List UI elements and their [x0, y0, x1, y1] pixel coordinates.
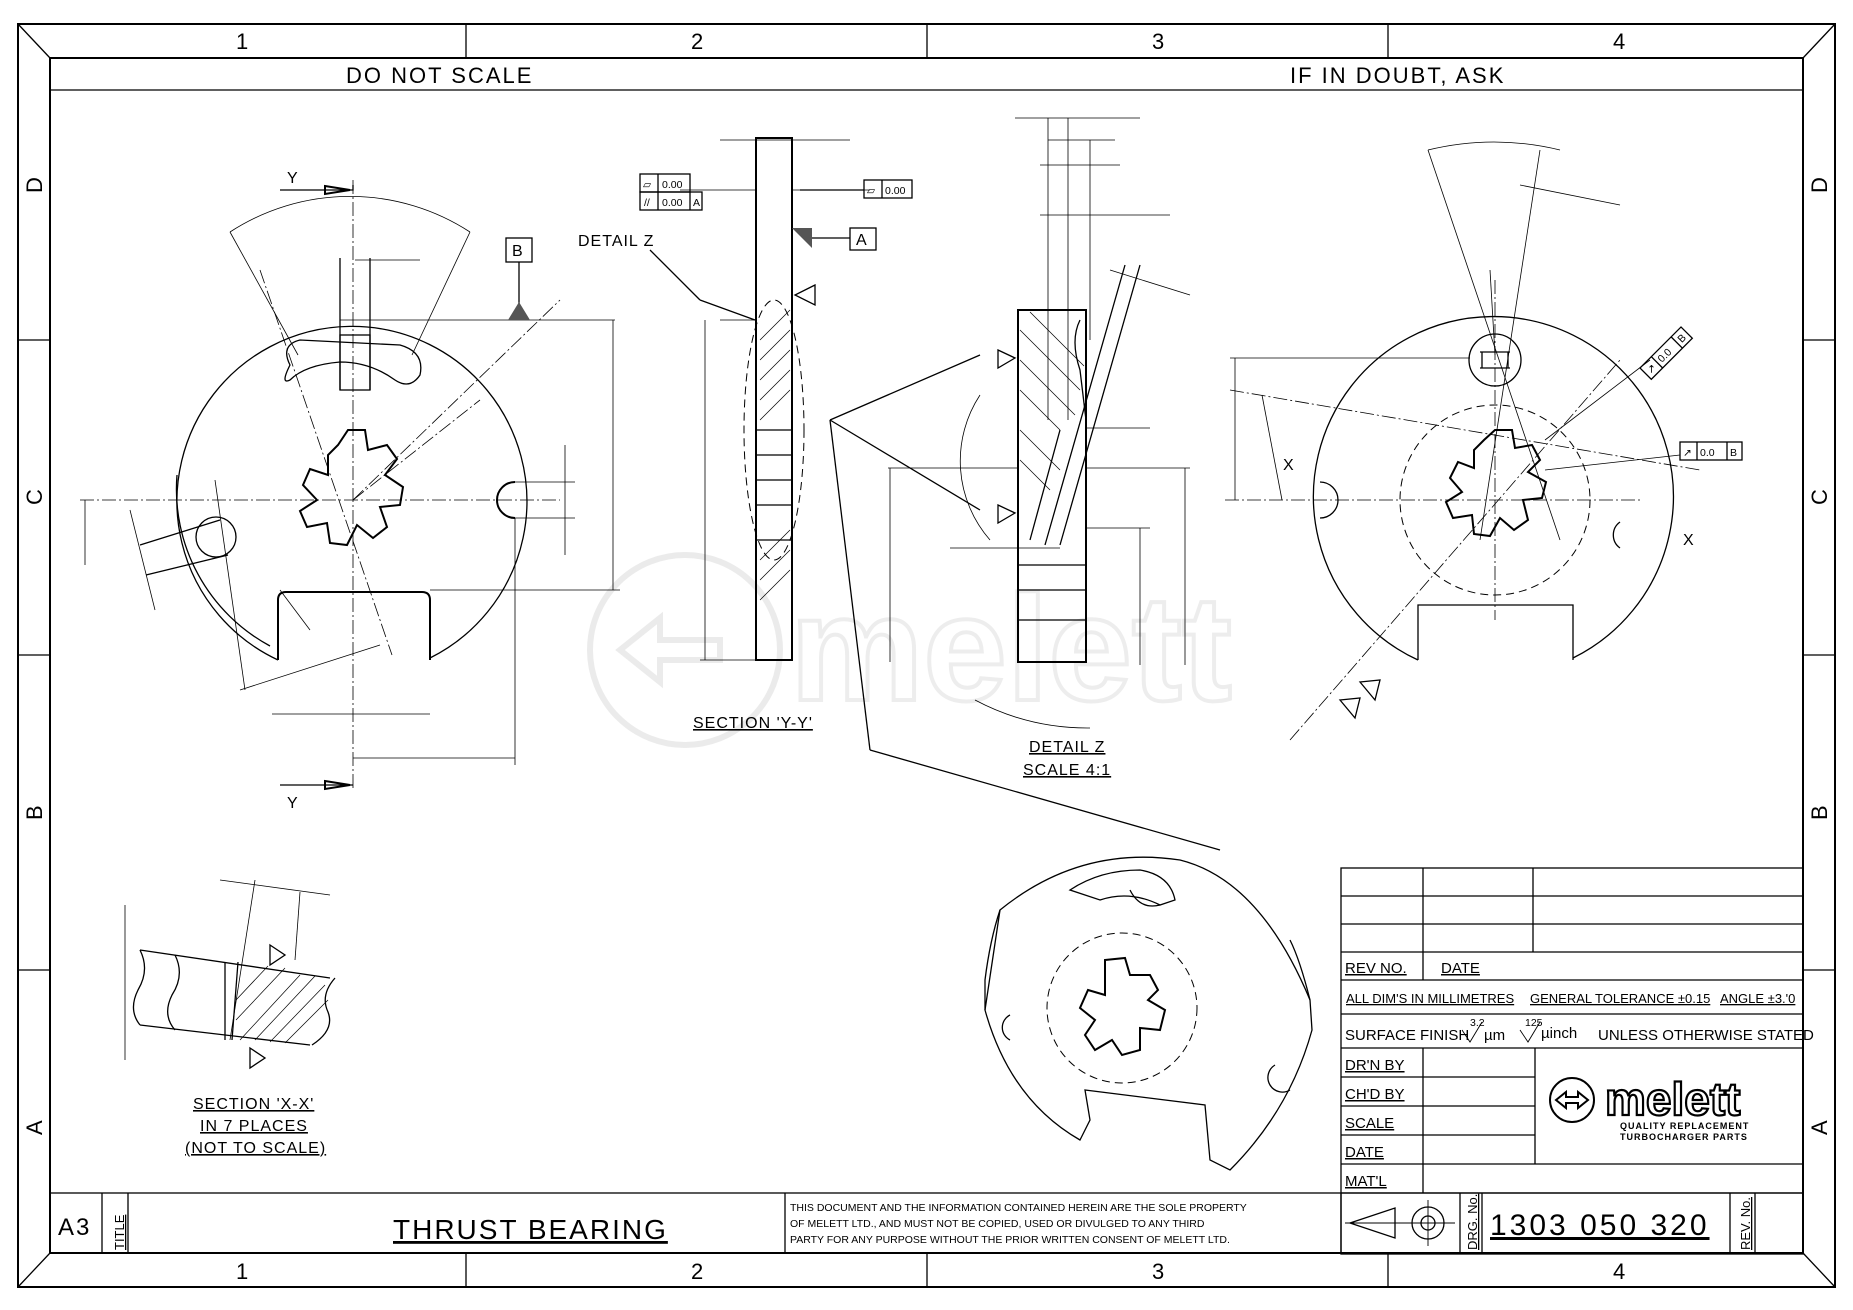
section-xx-view: SECTION 'X-X' IN 7 PLACES (NOT TO SCALE) [124, 879, 336, 1157]
section-yy-title: SECTION 'Y-Y' [693, 715, 813, 732]
watermark-text: melett [790, 564, 1232, 732]
zone-col-3-bottom: 3 [1152, 1259, 1164, 1284]
zone-labels: 1 2 3 4 1 2 3 4 D C B A D C B A [22, 29, 1832, 1284]
surface-finish-label: SURFACE FINISH [1345, 1027, 1469, 1044]
logo-turbo-icon [1554, 1089, 1590, 1111]
fcf-right-flatness-value: 0.00 [885, 185, 906, 197]
front-view: Y Y B [80, 170, 620, 812]
runout-2-datum: B [1730, 447, 1737, 459]
surface-finish-in-icon [1519, 1021, 1541, 1043]
copyright-line-3: PARTY FOR ANY PURPOSE WITHOUT THE PRIOR … [790, 1234, 1230, 1246]
section-yy-view: A DETAIL Z ▱ 0.00 // 0.00 A ▱ 0.00 SECTI… [578, 137, 913, 732]
if-in-doubt-note: IF IN DOUBT, ASK [1290, 63, 1505, 88]
copyright-line-2: OF MELETT LTD., AND MUST NOT BE COPIED, … [790, 1218, 1205, 1230]
surface-finish-in-unit: µinch [1541, 1025, 1577, 1042]
section-xx-note: (NOT TO SCALE) [185, 1140, 326, 1157]
datum-b-letter: B [512, 243, 524, 260]
zone-row-c-left: C [22, 489, 47, 505]
fcf-flatness-value: 0.00 [662, 179, 683, 191]
surface-finish-um-icon [1461, 1021, 1483, 1043]
fcf-parallel-symbol: // [644, 197, 650, 209]
drg-no-label: DRG. No. [1465, 1194, 1480, 1250]
zone-row-d-right: D [1807, 177, 1832, 193]
angle-tolerance: ANGLE ±3.'0 [1720, 991, 1795, 1006]
logo-tagline-1: QUALITY REPLACEMENT [1620, 1121, 1749, 1131]
third-angle-projection-icon [1345, 1200, 1455, 1246]
drawing-title: THRUST BEARING [393, 1214, 668, 1245]
watermark: melett [587, 552, 1234, 748]
section-xx-places: IN 7 PLACES [200, 1118, 308, 1135]
surface-finish-um-unit: µm [1484, 1027, 1505, 1044]
material-label: MAT'L [1345, 1173, 1387, 1190]
do-not-scale-note: DO NOT SCALE [346, 63, 533, 88]
zone-row-c-right: C [1807, 489, 1832, 505]
runout-2-value: 0.0 [1700, 447, 1715, 459]
isometric-view [984, 856, 1313, 1171]
melett-logo: melett QUALITY REPLACEMENT TURBOCHARGER … [1549, 1072, 1749, 1142]
title-block: REV NO. DATE ALL DIM'S IN MILLIMETRES GE… [49, 867, 1814, 1255]
copyright-line-1: THIS DOCUMENT AND THE INFORMATION CONTAI… [790, 1202, 1247, 1214]
general-tolerance: GENERAL TOLERANCE ±0.15 [1530, 991, 1710, 1006]
zone-col-3-top: 3 [1152, 29, 1164, 54]
surface-finish-suffix: UNLESS OTHERWISE STATED [1598, 1027, 1814, 1044]
zone-col-1-top: 1 [236, 29, 248, 54]
fcf-flatness-symbol: ▱ [643, 179, 652, 191]
drawn-by-label: DR'N BY [1345, 1057, 1405, 1074]
section-y-top-letter: Y [287, 170, 299, 187]
detail-z-title: DETAIL Z [1029, 739, 1105, 756]
surface-finish-um-value: 3.2 [1470, 1017, 1485, 1029]
scale-label: SCALE [1345, 1115, 1394, 1132]
runout-2-symbol: ↗ [1683, 447, 1692, 459]
section-x-letter-right: X [1683, 532, 1695, 549]
fcf-parallel-value: 0.00 [662, 197, 683, 209]
sheet-size: A3 [58, 1214, 91, 1241]
detail-z-scale: SCALE 4:1 [1023, 762, 1111, 779]
fcf-right-flatness-symbol: ▱ [867, 185, 876, 197]
title-label: TITLE [112, 1214, 127, 1250]
zone-row-a-right: A [1807, 1120, 1832, 1135]
zone-row-d-left: D [22, 177, 47, 193]
section-xx-title: SECTION 'X-X' [193, 1096, 314, 1113]
logo-name: melett [1605, 1073, 1740, 1125]
dims-note: ALL DIM'S IN MILLIMETRES [1346, 991, 1514, 1006]
date2-label: DATE [1345, 1144, 1384, 1161]
datum-a-letter: A [856, 232, 868, 249]
zone-row-b-left: B [22, 805, 47, 820]
detail-z-view: DETAIL Z SCALE 4:1 [829, 117, 1221, 851]
section-y-bottom-letter: Y [287, 795, 299, 812]
zone-row-b-right: B [1807, 805, 1832, 820]
logo-tagline-2: TURBOCHARGER PARTS [1620, 1132, 1748, 1142]
zone-col-2-bottom: 2 [691, 1259, 703, 1284]
right-front-view: X X ↗ 0.0 B ↗ 0.0 B [1225, 141, 1743, 741]
zone-col-1-bottom: 1 [236, 1259, 248, 1284]
section-x-letter-left: X [1283, 457, 1295, 474]
rev-no-label: REV NO. [1345, 960, 1407, 977]
zone-col-4-bottom: 4 [1613, 1259, 1625, 1284]
rev-no-vertical-label: REV. No. [1738, 1197, 1753, 1250]
drawing-number: 1303 050 320 [1490, 1209, 1710, 1242]
detail-z-callout: DETAIL Z [578, 233, 654, 250]
zone-row-a-left: A [22, 1120, 47, 1135]
zone-col-2-top: 2 [691, 29, 703, 54]
rev-date-label: DATE [1441, 960, 1480, 977]
checked-by-label: CH'D BY [1345, 1086, 1405, 1103]
surface-finish-in-value: 125 [1525, 1017, 1543, 1029]
zone-col-4-top: 4 [1613, 29, 1625, 54]
fcf-parallel-datum: A [693, 197, 700, 209]
